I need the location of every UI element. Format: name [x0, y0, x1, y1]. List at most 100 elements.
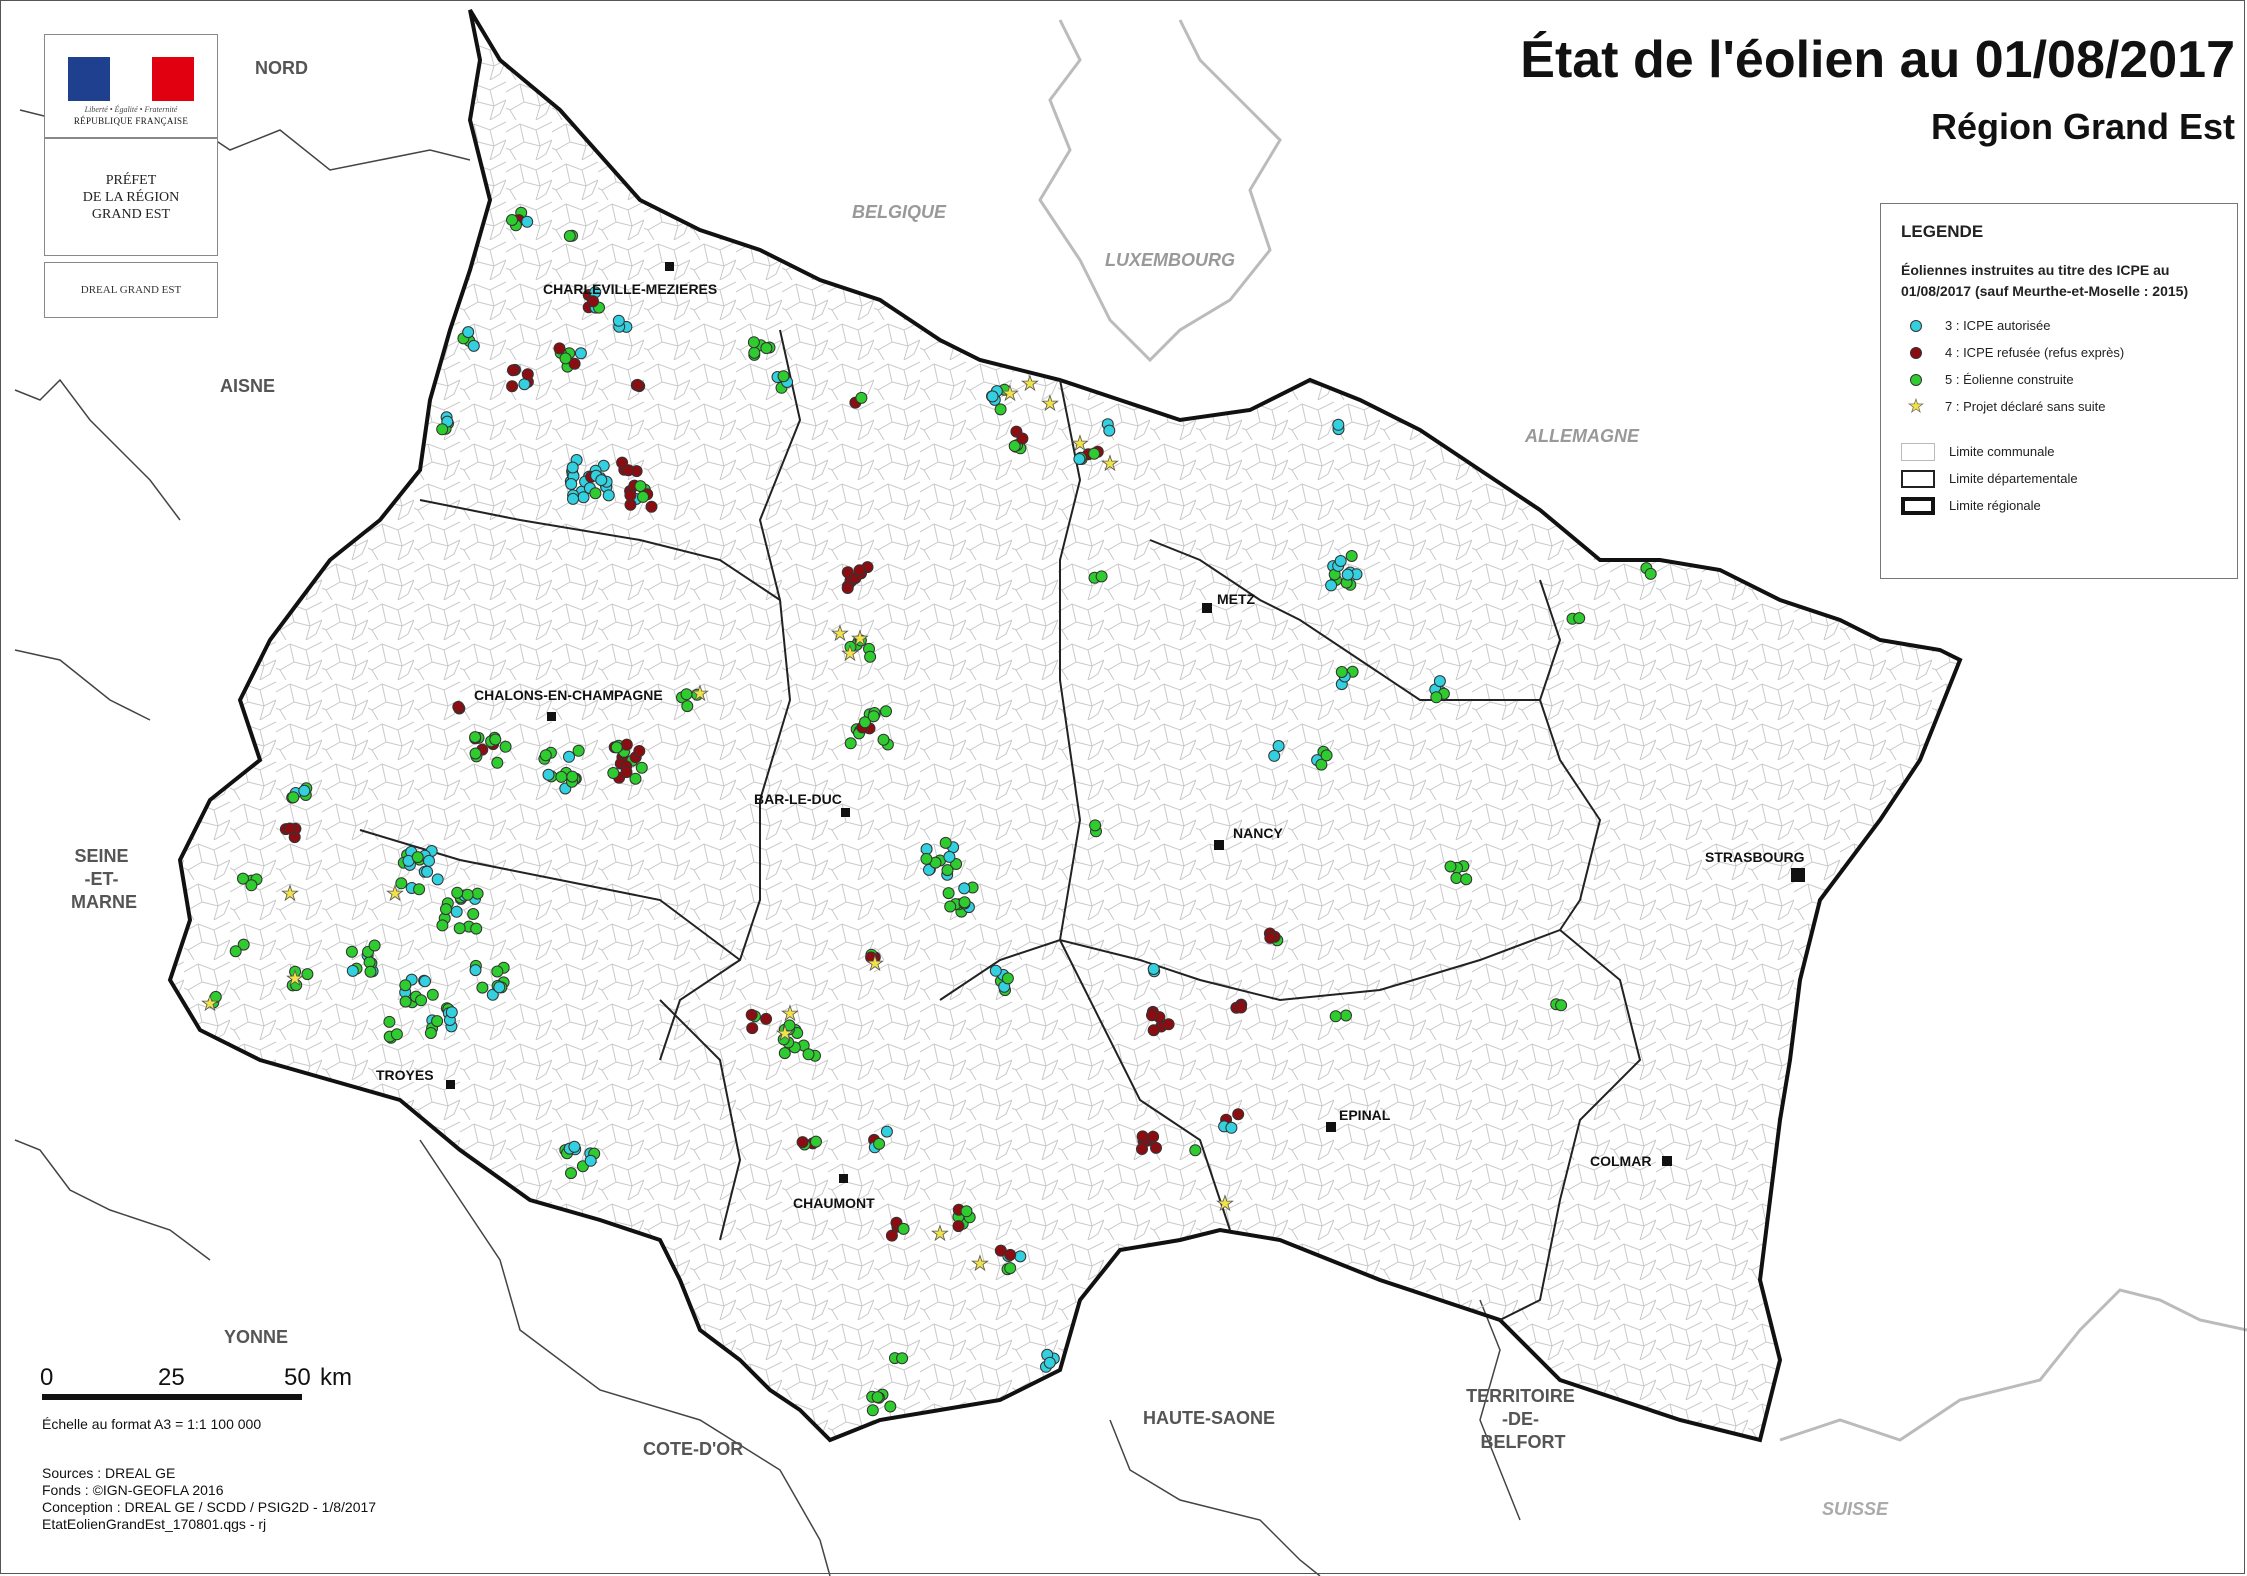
legend-subtitle: Éoliennes instruites au titre des ICPE a…: [1901, 262, 2189, 299]
turbine-marker: [1043, 1356, 1056, 1369]
turbine-marker: [944, 900, 957, 913]
french-flag-icon: [68, 57, 194, 101]
star-icon: ★: [971, 1251, 989, 1275]
turbine-marker: [844, 640, 857, 653]
turbine-marker: [555, 770, 568, 783]
turbine-marker: [1232, 1108, 1245, 1121]
city-bar-le-duc: BAR-LE-DUC: [754, 791, 842, 807]
label-territoire-de-belfort: TERRITOIRE -DE- BELFORT: [1466, 1386, 1580, 1452]
turbine-marker: [866, 1404, 879, 1417]
turbine-marker: [760, 342, 773, 355]
city-troyes: TROYES: [376, 1067, 434, 1083]
city-epinal: EPINAL: [1339, 1107, 1391, 1123]
turbine-marker: [1001, 972, 1014, 985]
turbine-marker: [885, 1229, 898, 1242]
label-yonne: YONNE: [224, 1327, 288, 1347]
turbine-marker: [542, 768, 555, 781]
turbine-marker: [616, 456, 629, 469]
turbine-marker: [760, 1012, 773, 1025]
turbine-marker: [345, 945, 358, 958]
turbine-marker: [237, 938, 250, 951]
turbine-marker: [572, 744, 585, 757]
star-icon: ★: [1041, 391, 1059, 415]
circle-icon: [1901, 319, 1931, 332]
turbine-marker: [1450, 872, 1463, 884]
turbine-marker: [1189, 1144, 1202, 1157]
limit-swatch: [1901, 496, 1935, 515]
grand-est-region: [167, 8, 1963, 1443]
turbine-marker: [748, 346, 761, 359]
turbine-marker: [1147, 963, 1160, 975]
turbine-marker: [589, 487, 602, 500]
turbine-marker: [958, 882, 971, 895]
credit-line: Sources : DREAL GE: [42, 1465, 176, 1481]
label-belgique: BELGIQUE: [852, 202, 947, 222]
scale-note: Échelle au format A3 = 1:1 100 000: [42, 1416, 262, 1432]
turbine-marker: [1334, 555, 1347, 567]
turbine-marker: [565, 478, 578, 490]
label-suisse: SUISSE: [1822, 1499, 1889, 1519]
foreign-borders: [1038, 19, 2247, 1442]
turbine-marker: [595, 474, 608, 487]
star-icon: ★: [831, 621, 849, 645]
turbine-marker: [635, 761, 648, 774]
legend-limit: Limite régionale: [1901, 492, 2217, 519]
star-icon: ★: [776, 1021, 794, 1045]
turbine-marker: [1644, 567, 1657, 580]
turbine-marker: [426, 988, 439, 1001]
turbine-marker: [424, 1027, 437, 1039]
turbine-marker: [563, 750, 575, 763]
turbine-marker: [880, 1125, 893, 1138]
turbine-marker: [1073, 453, 1086, 465]
turbine-marker: [867, 710, 880, 723]
legend-limit-label: Limite communale: [1949, 444, 2055, 459]
turbine-marker: [436, 423, 449, 436]
turbine-marker: [1573, 612, 1586, 625]
turbine-marker: [1433, 675, 1446, 688]
turbine-marker: [1315, 758, 1328, 771]
turbine-marker: [680, 688, 693, 701]
star-icon: ★: [781, 1001, 799, 1025]
turbine-marker: [1103, 424, 1116, 437]
turbine-marker: [1147, 1130, 1160, 1143]
turbine-marker: [493, 981, 506, 994]
turbine-marker: [209, 990, 222, 1003]
prefecture-logo: Liberté • Égalité • Fraternité RÉPUBLIQU…: [44, 34, 218, 318]
turbine-marker: [864, 650, 877, 663]
scale-tick-0: 0: [40, 1364, 54, 1391]
turbine-marker: [853, 564, 866, 577]
turbine-marker: [1150, 1141, 1162, 1154]
turbine-marker: [1335, 666, 1348, 678]
turbine-marker: [1325, 579, 1338, 592]
star-icon: ★: [1101, 451, 1119, 475]
turbine-marker: [1430, 691, 1443, 704]
legend-item-label: 3 : ICPE autorisée: [1945, 318, 2051, 333]
turbine-marker: [1088, 447, 1101, 460]
turbine-marker: [645, 500, 658, 513]
turbine-marker: [461, 888, 474, 901]
label-luxembourg: LUXEMBOURG: [1105, 250, 1235, 270]
turbine-marker: [1340, 1009, 1352, 1022]
turbine-marker: [783, 1019, 796, 1032]
star-icon: ★: [1216, 1191, 1234, 1215]
turbine-marker: [499, 740, 512, 753]
turbine-marker: [745, 1008, 758, 1021]
turbine-marker: [521, 215, 534, 228]
turbine-marker: [865, 951, 878, 964]
turbine-marker: [796, 1136, 809, 1149]
limit-swatch: [1901, 469, 1935, 488]
turbine-marker: [633, 745, 646, 757]
label-seine-line-3: MARNE: [71, 892, 137, 912]
turbine-marker: [491, 756, 504, 769]
turbine-marker: [986, 390, 999, 403]
turbine-marker: [841, 582, 854, 594]
label-belfort-line-1: TERRITOIRE: [1466, 1386, 1575, 1406]
turbine-marker: [1268, 749, 1281, 762]
turbine-marker: [1341, 568, 1354, 581]
dreal-label: DREAL GRAND EST: [44, 262, 218, 318]
star-icon: ★: [866, 951, 884, 975]
turbine-marker: [346, 964, 359, 977]
turbine-marker: [469, 747, 482, 760]
turbine-marker: [506, 380, 519, 393]
turbine-marker: [431, 873, 444, 886]
